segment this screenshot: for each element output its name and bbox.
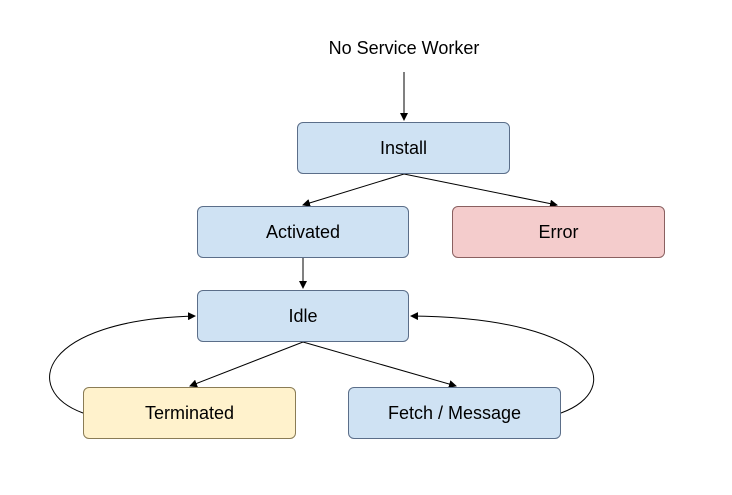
error-node: Error bbox=[452, 206, 665, 258]
edge-idle-to-fetch bbox=[302, 341, 457, 388]
edge-fetch-to-idle bbox=[410, 312, 595, 414]
fetch-message-node: Fetch / Message bbox=[348, 387, 561, 439]
edge-install-to-error bbox=[403, 173, 558, 208]
start-state-label: No Service Worker bbox=[328, 38, 480, 58]
activated-node: Activated bbox=[197, 206, 409, 258]
install-node: Install bbox=[297, 122, 510, 174]
edge-terminated-to-idle bbox=[49, 312, 196, 414]
terminated-node: Terminated bbox=[83, 387, 296, 439]
edge-install-to-activated bbox=[302, 173, 405, 207]
idle-node: Idle bbox=[197, 290, 409, 342]
edge-idle-to-terminated bbox=[189, 341, 304, 388]
